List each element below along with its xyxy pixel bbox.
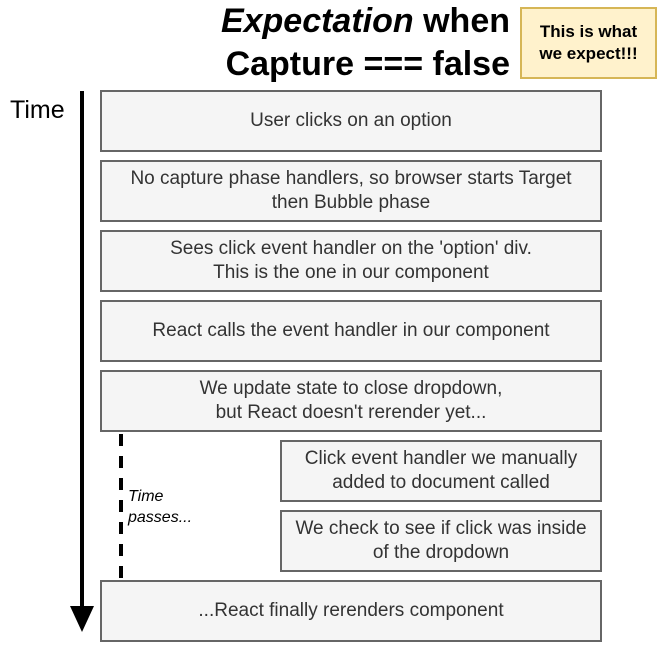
time-passes-label: Time passes... bbox=[128, 488, 193, 526]
step-no-capture-handlers: No capture phase handlers, so browser st… bbox=[100, 160, 602, 222]
title-rest: when bbox=[413, 2, 510, 40]
time-axis-label: Time bbox=[10, 96, 65, 124]
step-document-handler-called: Click event handler we manually added to… bbox=[280, 440, 602, 502]
expectation-note: This is what we expect!!! bbox=[520, 7, 657, 79]
diagram-title: Expectation when Capture === false bbox=[160, 0, 510, 86]
step-sees-click-handler: Sees click event handler on the 'option'… bbox=[100, 230, 602, 292]
step-react-rerenders: ...React finally rerenders component bbox=[100, 580, 602, 642]
step-update-state: We update state to close dropdown, but R… bbox=[100, 370, 602, 432]
title-emphasis: Expectation bbox=[220, 2, 414, 40]
title-line2: Capture === false bbox=[225, 45, 510, 83]
step-check-inside-dropdown: We check to see if click was inside of t… bbox=[280, 510, 602, 572]
step-react-calls-handler: React calls the event handler in our com… bbox=[100, 300, 602, 362]
time-arrow-head bbox=[70, 606, 94, 632]
step-user-clicks: User clicks on an option bbox=[100, 90, 602, 152]
